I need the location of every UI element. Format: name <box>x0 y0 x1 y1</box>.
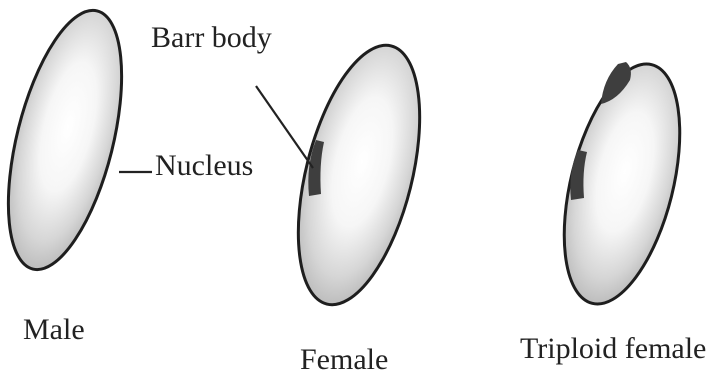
barr-body-label: Barr body <box>151 21 272 54</box>
male-label: Male <box>23 313 85 346</box>
female-nucleus <box>275 33 442 317</box>
triploid-female-nucleus <box>543 52 701 315</box>
female-label: Female <box>300 343 388 376</box>
triploid-female-cell <box>543 52 701 315</box>
nucleus-label: Nucleus <box>155 149 253 182</box>
triploid-female-label: Triploid female <box>520 332 706 365</box>
male-cell <box>0 0 144 281</box>
male-nucleus <box>0 0 144 281</box>
female-cell <box>275 33 442 317</box>
barr-body-leader-line <box>256 86 313 168</box>
